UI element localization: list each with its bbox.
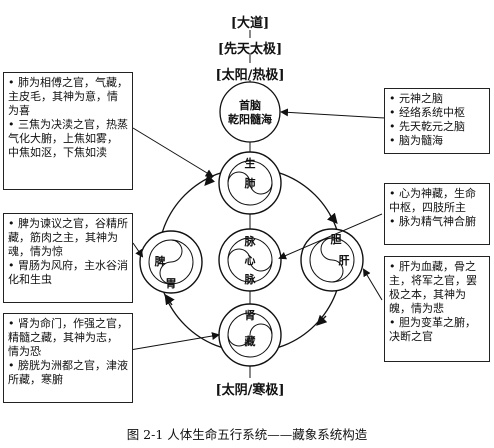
node-center-bottom-label: 脉 xyxy=(244,273,256,286)
box-spleen-stomach: • 脾为谏议之官，谷精所藏，筋肉之主，其神为魂，情为惊 • 胃肠为风府，主水谷消… xyxy=(3,213,133,303)
box-item: • 经络系统中枢 xyxy=(389,106,465,119)
box-liver-gallbladder: • 肝为血藏，骨之主，将军之官，罢极之本，其神为魄，情为悲 • 胆为变革之腑，决… xyxy=(384,256,490,362)
box-item: • 脉为精气神合腑 xyxy=(389,215,476,228)
node-right-ring-label: 胆 xyxy=(330,233,342,246)
arrow-lower-left xyxy=(164,293,175,306)
box-item: • 肺为相傅之官，气藏，主皮毛，其神为意，情为喜 xyxy=(8,76,128,117)
figure-caption: 图 2-1 人体生命五行系统——藏象系统构造 xyxy=(126,427,368,442)
node-upper-ring-label: 生 xyxy=(244,157,256,170)
box-heart-vessel: • 心为神藏，生命中枢，四肢所主 • 脉为精气神合腑 xyxy=(384,183,490,245)
box-item: • 肝为血藏，骨之主，将军之官，罢极之本，其神为魄，情为悲 xyxy=(389,260,477,315)
node-center-label: 心 xyxy=(244,254,256,267)
box-item: • 先天乾元之脑 xyxy=(389,120,465,133)
box-brain: • 元神之脑 • 经络系统中枢 • 先天乾元之脑 • 脑为髓海 xyxy=(384,88,490,154)
node-upper xyxy=(218,151,282,215)
node-brain-label-1: 首脑 xyxy=(239,99,261,112)
node-right xyxy=(300,228,364,292)
node-right-label: 肝 xyxy=(338,254,350,267)
node-center-top-label: 脉 xyxy=(244,235,256,248)
node-brain-label-2: 乾阳髓海 xyxy=(228,113,272,126)
node-bottom-ring-label: 肾 xyxy=(244,309,256,322)
arrow-upper-left xyxy=(204,174,216,186)
box-item: • 脾为谏议之官，谷精所藏，筋肉之主，其神为魂，情为惊 xyxy=(8,217,128,258)
box-lung-triple-burner: • 肺为相傅之官，气藏，主皮毛，其神为意，情为喜 • 三焦为决渎之官，热蒸气化大… xyxy=(3,72,133,190)
link-heart xyxy=(278,213,383,260)
box-item: • 元神之脑 xyxy=(389,92,443,105)
box-item: • 脑为髓海 xyxy=(389,134,443,147)
node-bottom xyxy=(218,303,282,367)
arrow-upper-right xyxy=(326,212,338,224)
box-item: • 膀胱为洲都之官，津液所藏，寒腑 xyxy=(8,359,128,386)
box-item: • 肾为命门，作强之官，精髓之藏，其神为志，情为恐 xyxy=(8,317,128,358)
box-item: • 心为神藏，生命中枢，四肢所主 xyxy=(389,187,476,214)
node-left xyxy=(139,230,203,294)
arrow-lower-right xyxy=(316,314,328,326)
level-xiantian: [先天太极] xyxy=(217,42,283,57)
box-item: • 胆为变革之腑，决断之官 xyxy=(389,316,476,343)
level-taiyang: [太阳/热极] xyxy=(215,68,285,83)
node-center xyxy=(218,228,282,292)
link-liver xyxy=(362,268,383,301)
link-brain xyxy=(280,108,386,119)
node-bottom-label: 藏 xyxy=(244,335,256,348)
node-left-bottom-label: 胃 xyxy=(165,277,177,290)
node-upper-label: 肺 xyxy=(244,177,256,190)
link-kidney xyxy=(129,332,220,351)
node-left-label: 脾 xyxy=(154,255,166,268)
link-lung xyxy=(132,127,214,178)
level-dadao: [大道] xyxy=(230,16,270,31)
level-taiyin: [太阴/寒极] xyxy=(215,383,285,398)
box-item: • 三焦为决渎之官，热蒸气化大腑，上焦如雾，中焦如沤，下焦如渎 xyxy=(8,118,128,159)
box-item: • 胃肠为风府，主水谷消化和生虫 xyxy=(8,259,128,286)
link-spleen xyxy=(132,242,144,258)
brain-node xyxy=(219,81,281,143)
box-kidney-bladder: • 肾为命门，作强之官，精髓之藏，其神为志，情为恐 • 膀胱为洲都之官，津液所藏… xyxy=(3,313,133,403)
